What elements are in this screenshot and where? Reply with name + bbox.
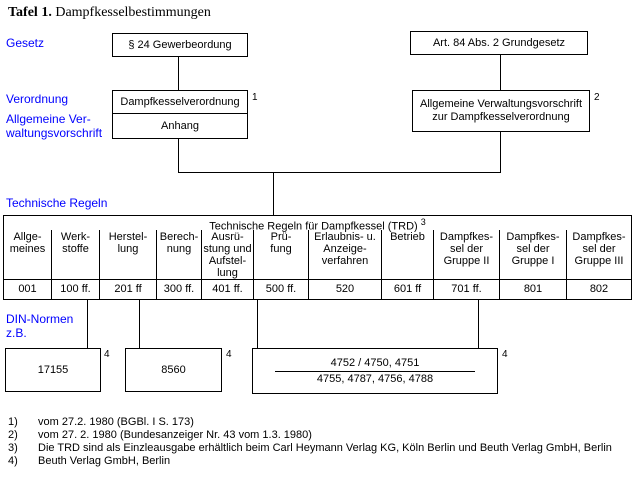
fraction-divider-line (275, 370, 475, 372)
connector-line (257, 300, 258, 348)
footnote-1-number: 1) (8, 416, 18, 428)
trd-column-header: Berech- nung (157, 230, 201, 280)
footnote-2-number: 2) (8, 429, 18, 441)
trd-column-value: 201 ff (114, 283, 142, 295)
page-title-rest: Dampfkesselbestimmungen (51, 5, 211, 20)
box-anhang-label: Anhang (161, 120, 199, 132)
footnote-3-number: 3) (8, 442, 18, 454)
footnote-1-text: vom 27.2. 1980 (BGBl. I S. 173) (38, 416, 194, 428)
din-box-4750-top-label: 4752 / 4750, 4751 (330, 356, 420, 369)
trd-table-title-text: Technische Regeln für Dampfkessel (TRD) (209, 220, 418, 233)
trd-column-werkstoffe: Werk- stoffe 100 ff. (51, 230, 99, 299)
trd-table-columns: Allge- meines 001 Werk- stoffe 100 ff. H… (4, 230, 631, 299)
trd-column-betrieb: Betrieb 601 ff (381, 230, 433, 299)
row-label-verordnung: Verordnung (6, 92, 69, 106)
trd-column-header: Ausrü- stung und Aufstel- lung (202, 231, 253, 280)
trd-column-value: 100 ff. (60, 283, 91, 295)
footnote-3: 3) Die TRD sind als Einzleausgabe erhältl… (8, 442, 612, 455)
trd-column-value: 001 (18, 283, 37, 295)
footnote-marker-4c: 4 (502, 349, 508, 360)
box-dampfkesselverordnung: Dampfkesselverordnung (113, 91, 247, 114)
trd-column-header: Dampfkes- sel der Gruppe III (567, 230, 631, 280)
trd-column-value: 500 ff. (265, 283, 297, 295)
connector-line (87, 300, 88, 348)
trd-column-gruppe2: Dampfkes- sel der Gruppe II 701 ff. (433, 230, 499, 299)
row-label-din-normen: DIN-Normen z.B. (6, 312, 74, 340)
trd-column-header: Werk- stoffe (52, 230, 99, 280)
din-box-17155-label: 17155 (37, 363, 69, 376)
trd-column-header: Dampfkes- sel der Gruppe II (434, 230, 499, 280)
trd-column-erlaubnis: Erlaubnis- u. Anzeige- verfahren 520 (308, 230, 381, 299)
box-verwaltungsvorschrift: Allgemeine Verwaltungsvorschrift zur Dam… (412, 90, 590, 132)
footnote-3-text: Die TRD sind als Einzleausgabe erhältlic… (38, 442, 612, 454)
box-grundgesetz: Art. 84 Abs. 2 Grundgesetz (410, 31, 588, 55)
connector-line (178, 172, 501, 173)
connector-line (478, 300, 479, 348)
footnote-1: 1) vom 27.2. 1980 (BGBl. I S. 173) (8, 416, 194, 429)
connector-line (500, 55, 501, 90)
footnote-marker-2: 2 (594, 92, 600, 103)
page-title-prefix: Tafel 1. (8, 5, 52, 20)
box-dampfkesselverordnung-label: Dampfkesselverordnung (120, 96, 240, 108)
row-label-gesetz: Gesetz (6, 36, 45, 50)
trd-column-allgemeines: Allge- meines 001 (4, 230, 51, 299)
trd-column-value: 601 ff (393, 283, 422, 295)
footnote-marker-1: 1 (252, 92, 258, 103)
trd-column-header: Allge- meines (4, 230, 51, 280)
trd-column-header: Herstel- lung (100, 230, 156, 280)
trd-table-title: Technische Regeln für Dampfkessel (TRD) … (4, 216, 631, 233)
trd-column-value: 801 (523, 283, 543, 295)
box-dampfkesselverordnung-anhang: Dampfkesselverordnung Anhang (112, 90, 248, 139)
trd-column-value: 401 ff. (212, 283, 243, 295)
trd-column-pruefung: Prü- fung 500 ff. (253, 230, 308, 299)
trd-column-value: 300 ff. (163, 283, 195, 295)
trd-column-value: 701 ff. (451, 283, 482, 295)
trd-column-berechnung: Berech- nung 300 ff. (156, 230, 201, 299)
box-gewerbeordnung-label: § 24 Gewerbeordung (128, 38, 232, 51)
trd-table: Technische Regeln für Dampfkessel (TRD) … (3, 215, 632, 300)
din-box-17155: 17155 (5, 348, 101, 392)
connector-line (178, 138, 179, 173)
trd-column-value: 520 (335, 283, 355, 295)
trd-column-gruppe3: Dampfkes- sel der Gruppe III 802 (566, 230, 631, 299)
din-box-8560: 8560 (125, 348, 222, 392)
footnote-marker-3: 3 (420, 217, 426, 227)
row-label-technische-regeln: Technische Regeln (6, 196, 108, 210)
connector-line (273, 173, 274, 215)
connector-line (178, 57, 179, 90)
box-grundgesetz-label: Art. 84 Abs. 2 Grundgesetz (432, 36, 566, 49)
page-title: Tafel 1. Dampfkesselbestimmungen (8, 5, 211, 21)
din-box-4750-bottom-label: 4755, 4787, 4756, 4788 (316, 372, 434, 385)
trd-column-header: Dampfkes- sel der Gruppe I (500, 230, 566, 280)
row-label-verwaltungsvorschrift: Allgemeine Ver- waltungsvorschrift (6, 112, 103, 140)
din-box-8560-label: 8560 (161, 363, 186, 376)
footnote-4-text: Beuth Verlag GmbH, Berlin (38, 455, 171, 467)
trd-column-header: Prü- fung (254, 230, 308, 280)
footnote-4: 4) Beuth Verlag GmbH, Berlin (8, 455, 170, 468)
box-anhang: Anhang (113, 114, 247, 138)
footnote-marker-4b: 4 (226, 349, 232, 360)
trd-column-ausruestung: Ausrü- stung und Aufstel- lung 401 ff. (201, 230, 253, 299)
trd-column-gruppe1: Dampfkes- sel der Gruppe I 801 (499, 230, 566, 299)
footnote-2: 2) vom 27. 2. 1980 (Bundesanzeiger Nr. 43… (8, 429, 312, 442)
trd-column-header: Betrieb (382, 230, 433, 280)
footnote-marker-4a: 4 (104, 349, 110, 360)
box-gewerbeordnung: § 24 Gewerbeordung (112, 33, 248, 57)
din-box-4750-group: 4752 / 4750, 4751 4755, 4787, 4756, 4788 (252, 348, 498, 394)
footnote-4-number: 4) (8, 455, 18, 467)
trd-column-herstellung: Herstel- lung 201 ff (99, 230, 156, 299)
footnote-2-text: vom 27. 2. 1980 (Bundesanzeiger Nr. 43 v… (38, 429, 312, 441)
trd-column-value: 802 (589, 283, 609, 295)
trd-column-header: Erlaubnis- u. Anzeige- verfahren (309, 230, 381, 280)
box-verwaltungsvorschrift-label: Allgemeine Verwaltungsvorschrift zur Dam… (419, 98, 583, 123)
connector-line (500, 132, 501, 173)
connector-line (139, 300, 140, 348)
